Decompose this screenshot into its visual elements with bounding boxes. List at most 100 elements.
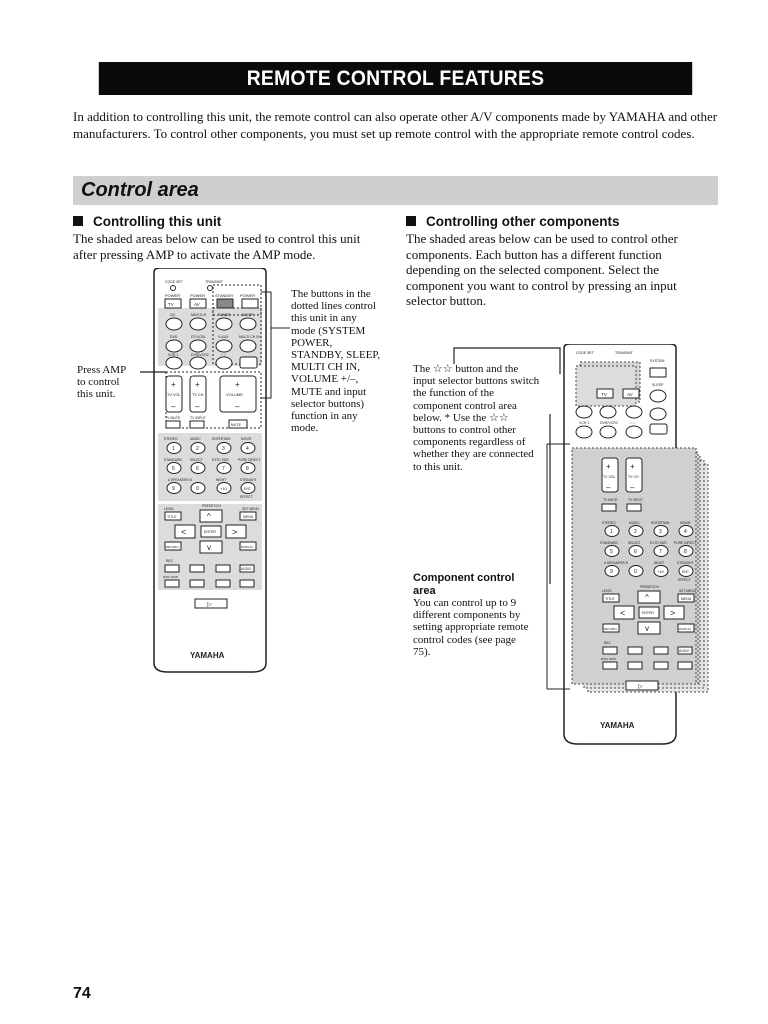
number-button[interactable] bbox=[216, 442, 232, 454]
mute-button[interactable] bbox=[228, 419, 248, 429]
input-button[interactable] bbox=[165, 339, 183, 353]
power-av-button[interactable] bbox=[622, 388, 640, 399]
number-button[interactable] bbox=[216, 482, 232, 494]
down-button[interactable] bbox=[199, 540, 223, 554]
enter-button[interactable] bbox=[200, 525, 222, 538]
number-button[interactable] bbox=[653, 525, 669, 537]
number-button[interactable] bbox=[166, 482, 182, 494]
number-button[interactable] bbox=[678, 525, 694, 537]
number-button[interactable] bbox=[604, 525, 620, 537]
input-button[interactable] bbox=[239, 339, 257, 353]
number-button[interactable] bbox=[678, 565, 694, 577]
amp-button[interactable] bbox=[649, 423, 668, 435]
number-button[interactable] bbox=[604, 565, 620, 577]
input-button[interactable] bbox=[215, 339, 233, 353]
number-button[interactable] bbox=[628, 565, 644, 577]
tv-vol-rocker[interactable] bbox=[601, 457, 619, 493]
menu-button[interactable] bbox=[239, 511, 257, 521]
stop-button[interactable] bbox=[239, 579, 255, 588]
number-button[interactable] bbox=[653, 545, 669, 557]
tv-mute-button[interactable] bbox=[165, 420, 181, 429]
number-button[interactable] bbox=[653, 565, 669, 577]
play-button[interactable] bbox=[194, 598, 228, 609]
tv-vol-label: TV VOL bbox=[603, 475, 616, 479]
effect-label: EFFECT bbox=[678, 578, 691, 582]
tv-input-button[interactable] bbox=[189, 420, 205, 429]
tv-vol-rocker[interactable] bbox=[165, 375, 183, 413]
down-button[interactable] bbox=[637, 621, 661, 635]
display-button[interactable] bbox=[239, 541, 257, 551]
tv-mute-button[interactable] bbox=[601, 503, 617, 512]
enter-button[interactable] bbox=[638, 606, 660, 619]
audio-button[interactable] bbox=[239, 564, 255, 573]
tv-ch-rocker[interactable] bbox=[189, 375, 207, 413]
next-button[interactable] bbox=[215, 564, 231, 573]
star-button[interactable] bbox=[215, 356, 233, 370]
menu-button[interactable] bbox=[677, 593, 695, 603]
number-button[interactable] bbox=[240, 442, 256, 454]
input-button[interactable] bbox=[165, 356, 183, 370]
rec-button[interactable] bbox=[164, 564, 180, 573]
rewind-button[interactable] bbox=[215, 579, 231, 588]
title-button[interactable] bbox=[602, 593, 620, 603]
ff-button[interactable] bbox=[189, 579, 205, 588]
input-button[interactable] bbox=[239, 317, 257, 331]
left-button[interactable] bbox=[174, 524, 196, 539]
number-button[interactable] bbox=[190, 462, 206, 474]
prev-button[interactable] bbox=[189, 564, 205, 573]
number-button[interactable] bbox=[190, 442, 206, 454]
return-button[interactable] bbox=[602, 623, 620, 633]
right-button[interactable] bbox=[663, 605, 685, 620]
number-button[interactable] bbox=[628, 525, 644, 537]
amp-button[interactable] bbox=[239, 356, 258, 369]
power-tv-button[interactable] bbox=[596, 388, 614, 399]
power-av-button[interactable] bbox=[189, 298, 207, 309]
disc-skip-button[interactable] bbox=[602, 661, 618, 670]
number-button[interactable] bbox=[604, 545, 620, 557]
rewind-button[interactable] bbox=[653, 661, 669, 670]
input-button[interactable] bbox=[189, 356, 207, 370]
power-tv-button[interactable] bbox=[164, 298, 182, 309]
input-button[interactable] bbox=[189, 317, 207, 331]
title-button[interactable] bbox=[164, 511, 182, 521]
rec-button[interactable] bbox=[602, 646, 618, 655]
number-button[interactable] bbox=[240, 482, 256, 494]
stop-button[interactable] bbox=[677, 661, 693, 670]
prev-button[interactable] bbox=[627, 646, 643, 655]
standby-button[interactable] bbox=[216, 298, 234, 309]
number-button[interactable] bbox=[678, 545, 694, 557]
ff-button[interactable] bbox=[627, 661, 643, 670]
play-button[interactable] bbox=[625, 680, 659, 691]
return-button[interactable] bbox=[164, 541, 182, 551]
input-button[interactable] bbox=[575, 425, 593, 439]
input-button[interactable] bbox=[165, 317, 183, 331]
display-button[interactable] bbox=[677, 623, 695, 633]
input-button[interactable] bbox=[625, 405, 643, 419]
audio-button[interactable] bbox=[677, 646, 693, 655]
system-power-button[interactable] bbox=[649, 367, 667, 378]
number-button[interactable] bbox=[190, 482, 206, 494]
number-button[interactable] bbox=[166, 462, 182, 474]
tv-input-button[interactable] bbox=[626, 503, 642, 512]
input-button[interactable] bbox=[599, 425, 617, 439]
next-button[interactable] bbox=[653, 646, 669, 655]
right-button[interactable] bbox=[225, 524, 247, 539]
input-button[interactable] bbox=[599, 405, 617, 419]
input-button[interactable] bbox=[215, 317, 233, 331]
number-button[interactable] bbox=[628, 545, 644, 557]
star-button[interactable] bbox=[625, 425, 643, 439]
tv-ch-rocker[interactable] bbox=[625, 457, 643, 493]
disc-skip-button[interactable] bbox=[164, 579, 180, 588]
up-button[interactable] bbox=[199, 509, 223, 523]
multi-ch-button[interactable] bbox=[649, 407, 667, 421]
input-button[interactable] bbox=[189, 339, 207, 353]
number-button[interactable] bbox=[240, 462, 256, 474]
left-button[interactable] bbox=[613, 605, 635, 620]
number-button[interactable] bbox=[166, 442, 182, 454]
up-button[interactable] bbox=[637, 590, 661, 604]
sleep-button[interactable] bbox=[649, 389, 667, 403]
number-button[interactable] bbox=[216, 462, 232, 474]
system-power-button[interactable] bbox=[241, 298, 259, 309]
input-button[interactable] bbox=[575, 405, 593, 419]
volume-rocker[interactable] bbox=[219, 375, 257, 413]
